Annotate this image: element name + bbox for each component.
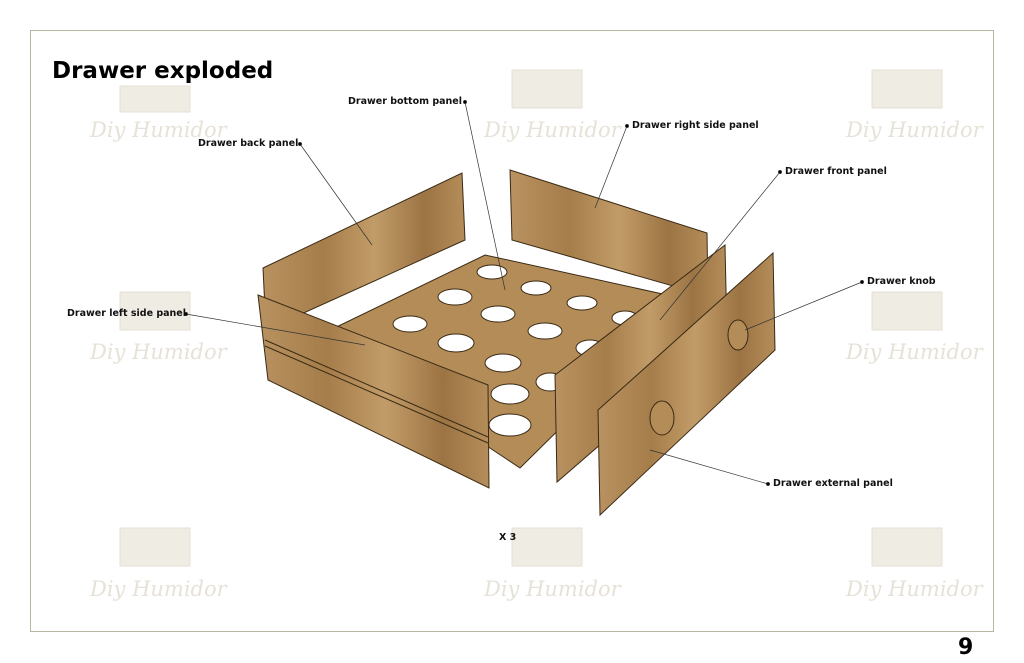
label-left-side-panel: Drawer left side panel <box>67 308 187 319</box>
label-bottom-panel: Drawer bottom panel <box>348 96 463 107</box>
label-knob: Drawer knob <box>867 276 936 287</box>
left-side-panel <box>257 294 490 489</box>
page-title: Drawer exploded <box>52 58 274 84</box>
watermark-boxes <box>119 69 943 567</box>
external-panel <box>597 251 776 517</box>
knob <box>727 319 749 351</box>
label-right-side-panel: Drawer right side panel <box>632 120 759 131</box>
knob <box>649 400 675 436</box>
quantity-label: X 3 <box>499 532 517 543</box>
label-back-panel: Drawer back panel <box>198 138 299 149</box>
watermark: Diy Humidor <box>90 118 227 142</box>
label-front-panel: Drawer front panel <box>785 166 887 177</box>
watermark: Diy Humidor <box>846 118 983 142</box>
watermark: Diy Humidor <box>90 340 227 364</box>
watermark: Diy Humidor <box>484 118 621 142</box>
watermark: Diy Humidor <box>90 577 227 601</box>
watermark: Diy Humidor <box>846 577 983 601</box>
leader-lines <box>184 100 864 486</box>
watermark: Diy Humidor <box>846 340 983 364</box>
label-external-panel: Drawer external panel <box>773 478 893 489</box>
page-frame <box>30 30 994 632</box>
watermark: Diy Humidor <box>484 577 621 601</box>
page-number: 9 <box>958 635 974 660</box>
